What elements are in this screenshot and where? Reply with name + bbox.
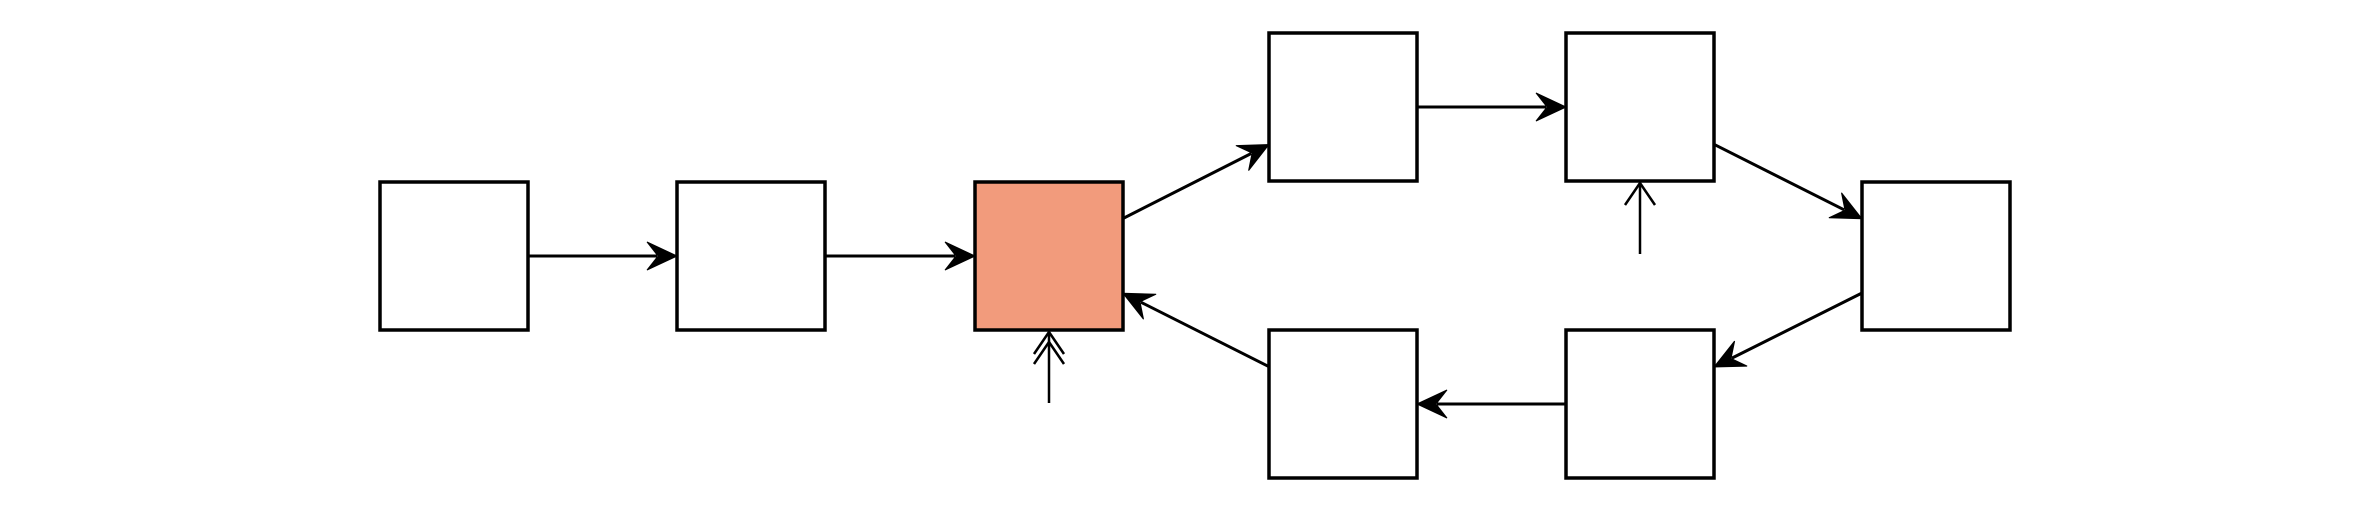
node-n4 — [1267, 31, 1419, 183]
input-marker-n3 — [1032, 329, 1066, 403]
input-marker-n5 — [1623, 180, 1657, 254]
arrowhead-icon — [1235, 143, 1271, 171]
node-n3-highlighted — [973, 180, 1125, 332]
arrowhead-icon — [1712, 340, 1748, 368]
edge-n8-to-n3 — [1121, 292, 1270, 369]
edge-line — [1713, 142, 1845, 212]
edge-line — [1731, 291, 1863, 360]
edge-line — [1140, 300, 1270, 369]
edge-n6-to-n7 — [1712, 291, 1863, 368]
node-n8 — [1267, 328, 1419, 480]
arrowhead-icon — [1828, 192, 1864, 220]
edge-n1-to-n2 — [528, 241, 679, 271]
arrowhead-icon — [1535, 92, 1568, 122]
edge-n2-to-n3 — [825, 241, 977, 271]
edges-layer — [528, 92, 1864, 419]
nodes-layer — [378, 31, 2012, 480]
edge-n4-to-n5 — [1417, 92, 1568, 122]
node-n5 — [1564, 31, 1716, 183]
input-markers-layer — [1032, 180, 1657, 403]
arrowhead-icon — [1121, 292, 1157, 320]
node-n7 — [1564, 328, 1716, 480]
edge-n7-to-n8 — [1415, 389, 1566, 419]
chevron-up-icon — [1032, 339, 1066, 365]
arrowhead-icon — [1415, 389, 1448, 419]
chevron-up-icon — [1623, 180, 1657, 206]
edge-line — [1122, 152, 1252, 220]
arrowhead-icon — [944, 241, 977, 271]
chevron-up-icon — [1032, 329, 1066, 355]
node-n6 — [1860, 180, 2012, 332]
arrowhead-icon — [646, 241, 679, 271]
edge-n5-to-n6 — [1713, 142, 1864, 220]
node-n1 — [378, 180, 530, 332]
edge-n3-to-n4 — [1122, 143, 1271, 220]
node-n2 — [675, 180, 827, 332]
